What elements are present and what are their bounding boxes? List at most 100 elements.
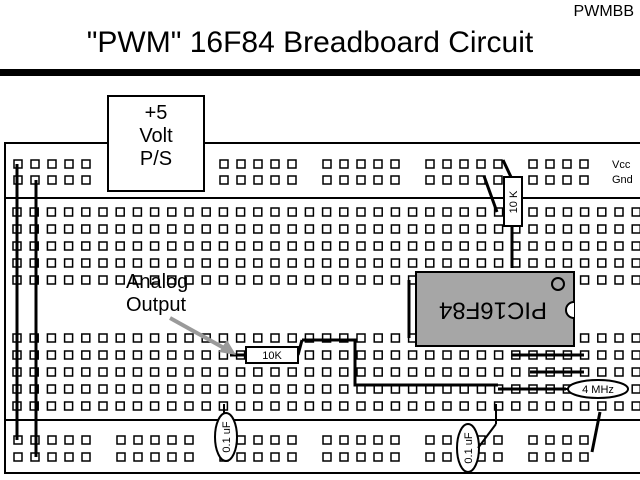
breadboard-hole [270,175,280,185]
breadboard-hole [390,159,400,169]
breadboard-hole [493,224,504,234]
breadboard-hole [631,350,640,360]
breadboard-hole [167,258,177,268]
breadboard-hole [218,333,229,343]
breadboard-hole [476,224,487,234]
breadboard-hole [150,452,160,462]
breadboard-hole [287,275,297,285]
breadboard-hole [614,241,624,251]
breadboard-hole [407,367,418,377]
breadboard-hole [149,350,160,360]
breadboard-hole [493,401,504,411]
breadboard-hole [115,333,125,343]
breadboard-hole [63,207,74,217]
breadboard-hole [63,367,74,377]
breadboard-hole [47,435,57,445]
breadboard-hole [304,367,315,377]
breadboard-hole [373,159,383,169]
breadboard-hole [545,401,555,411]
breadboard-hole [597,333,607,343]
breadboard-hole [47,452,57,462]
breadboard-hole [98,258,108,268]
breadboard-hole [373,435,383,445]
breadboard-hole [339,435,349,445]
breadboard-hole [253,384,263,394]
breadboard-hole [219,159,229,169]
breadboard-hole [373,224,383,234]
breadboard-hole [476,367,487,377]
breadboard-hole [425,241,435,251]
breadboard-hole [13,452,23,462]
breadboard-hole [579,241,590,251]
breadboard-hole [29,258,39,268]
breadboard-hole [46,275,57,285]
breadboard-hole [322,452,332,462]
annotation-pointer-arrowhead [219,340,236,355]
capacitor-right: 0.1 uF [456,423,497,473]
breadboard-hole [631,258,640,268]
breadboard-hole [390,207,401,217]
breadboard-hole [493,435,503,445]
breadboard-hole [528,241,538,251]
breadboard-hole [63,384,74,394]
breadboard-hole [81,224,91,234]
breadboard-hole [373,401,383,411]
capacitor-left-label: 0.1 uF [221,421,233,452]
breadboard-hole [373,367,383,377]
breadboard-hole [184,333,194,343]
breadboard-hole [167,401,177,411]
breadboard-hole [528,435,538,445]
breadboard-hole [270,333,280,343]
breadboard-hole [29,241,39,251]
breadboard-hole [115,241,125,251]
breadboard-hole [407,258,418,268]
breadboard-hole [184,224,194,234]
gnd-rail-label: Gnd [612,174,633,186]
breadboard-hole [46,224,57,234]
breadboard-hole [476,241,487,251]
breadboard-hole [631,333,640,343]
breadboard-hole [476,258,487,268]
breadboard-hole [167,435,177,445]
breadboard-hole [322,159,332,169]
breadboard-hole [270,367,280,377]
breadboard-hole [562,175,572,185]
breadboard-hole [614,258,624,268]
breadboard-hole [597,275,607,285]
breadboard-hole [459,207,469,217]
breadboard-hole [545,224,555,234]
output-wire [302,338,498,387]
breadboard-hole [149,258,160,268]
breadboard-hole [407,224,418,234]
breadboard-hole [373,175,383,185]
breadboard-hole [304,401,315,411]
breadboard-hole [339,384,349,394]
breadboard-hole [253,224,263,234]
breadboard-hole [304,333,315,343]
breadboard-hole [270,224,280,234]
breadboard-hole [64,159,74,169]
breadboard-hole [390,367,401,377]
breadboard-hole [476,350,487,360]
breadboard-hole [201,384,211,394]
breadboard-hole [562,224,573,234]
breadboard-hole [631,367,640,377]
breadboard-hole [184,350,194,360]
breadboard-hole [614,207,624,217]
breadboard-hole [579,435,589,445]
breadboard-hole [218,367,229,377]
breadboard-hole [167,350,177,360]
breadboard-hole [287,258,297,268]
breadboard-hole [614,350,624,360]
breadboard-hole [287,159,297,169]
chip-notch [565,301,575,319]
breadboard-hole [63,401,74,411]
breadboard-hole [149,241,160,251]
breadboard-hole [597,224,607,234]
crystal: 4 MHz [567,379,629,453]
breadboard-hole [270,401,280,411]
breadboard-hole [373,207,383,217]
breadboard-hole [425,350,435,360]
breadboard-hole [339,159,349,169]
breadboard-hole [46,367,57,377]
